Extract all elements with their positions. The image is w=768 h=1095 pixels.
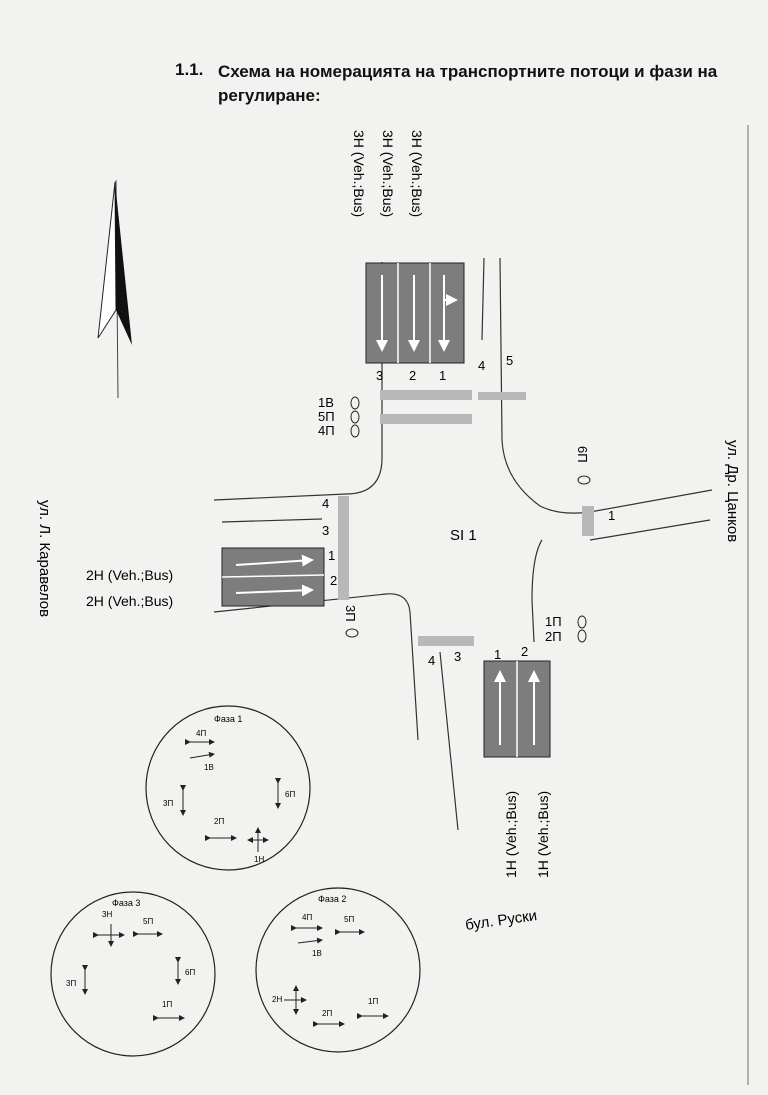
lane-number: 4 xyxy=(478,358,485,373)
phase-title: Фаза 1 xyxy=(214,714,242,724)
phase-title: Фаза 2 xyxy=(318,894,346,904)
west-lane-label: 2Н (Veh.;Bus) xyxy=(86,567,173,583)
phase-2-diagram: Фаза 2 4П 1В 5П 2Н 2П 1П xyxy=(255,887,421,1053)
flow-label: 1Н xyxy=(254,855,264,864)
section-title: Схема на номерацията на транспортните по… xyxy=(218,62,718,105)
flow-label: 3П xyxy=(163,799,173,808)
phase-3-diagram: Фаза 3 3Н 5П 3П 6П 1П xyxy=(50,891,216,1057)
lane-number: 4 xyxy=(322,496,329,511)
signal-label: 5П xyxy=(318,409,335,424)
north-lane-label: 3Н (Veh.;Bus) xyxy=(351,130,367,217)
lane-number: 2 xyxy=(330,573,337,588)
lane-number: 1 xyxy=(328,548,335,563)
flow-label: 4П xyxy=(302,913,312,922)
west-approach-lanes xyxy=(221,547,325,607)
signal-label: 2П xyxy=(545,629,562,644)
phase-title: Фаза 3 xyxy=(112,898,140,908)
south-lane-label: 1Н (Veh.;Bus) xyxy=(535,791,551,878)
flow-label: 3Н xyxy=(102,910,112,919)
north-lane-label: 3Н (Veh.;Bus) xyxy=(409,130,425,217)
signal-label: 1В xyxy=(318,395,334,410)
flow-label: 1П xyxy=(368,997,378,1006)
section-number: 1.1. xyxy=(175,60,204,79)
phase-1-diagram: Фаза 1 4П 1В 3П 6П 2П 1Н xyxy=(145,705,311,871)
lane-number: 3 xyxy=(376,368,383,383)
lane-number: 2 xyxy=(521,644,528,659)
north-lane-label: 3Н (Veh.;Bus) xyxy=(380,130,396,217)
street-name-east: ул. Др. Цанков xyxy=(724,440,741,542)
flow-label: 2П xyxy=(322,1009,332,1018)
flow-label: 6П xyxy=(185,968,195,977)
signal-label: 4П xyxy=(318,423,335,438)
lane-number: 3 xyxy=(322,523,329,538)
lane-number: 1 xyxy=(608,508,615,523)
signal-label: 1П xyxy=(545,614,562,629)
flow-label: 1В xyxy=(204,763,214,772)
north-approach-lanes xyxy=(365,262,465,364)
lane-number: 1 xyxy=(439,368,446,383)
flow-label: 5П xyxy=(143,917,153,926)
south-approach-lanes xyxy=(483,660,551,758)
flow-label: 2П xyxy=(214,817,224,826)
street-name-south: бул. Руски xyxy=(464,907,538,934)
lane-number: 3 xyxy=(454,649,461,664)
flow-label: 3П xyxy=(66,979,76,988)
lane-number: 4 xyxy=(428,653,435,668)
flow-label: 2Н xyxy=(272,995,282,1004)
west-lane-label: 2Н (Veh.;Bus) xyxy=(86,593,173,609)
north-arrow-icon xyxy=(97,179,132,399)
flow-label: 1П xyxy=(162,1000,172,1009)
lane-number: 2 xyxy=(409,368,416,383)
signal-label: 3П xyxy=(343,605,358,622)
signal-label: 6П xyxy=(575,446,590,463)
street-name-west: ул. Л. Каравелов xyxy=(36,500,53,617)
south-lane-label: 1Н (Veh.;Bus) xyxy=(503,791,519,878)
flow-label: 4П xyxy=(196,729,206,738)
lane-number: 1 xyxy=(494,647,501,662)
flow-label: 1В xyxy=(312,949,322,958)
intersection-label: SI 1 xyxy=(450,527,477,544)
lane-number: 5 xyxy=(506,353,513,368)
flow-label: 6П xyxy=(285,790,295,799)
flow-label: 5П xyxy=(344,915,354,924)
